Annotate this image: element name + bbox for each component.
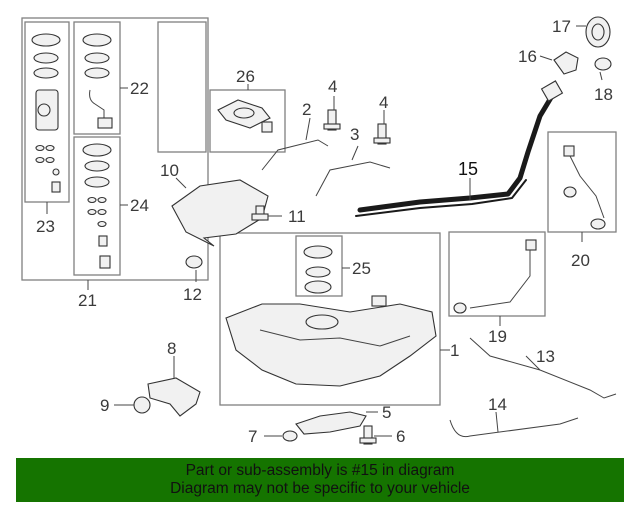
leader-lines [46, 25, 603, 437]
callout-10: 10 [160, 161, 179, 180]
callout-3: 3 [350, 125, 359, 144]
callout-7: 7 [248, 427, 257, 446]
info-banner: Part or sub-assembly is #15 in diagram D… [16, 458, 624, 502]
callout-15: 15 [458, 159, 478, 179]
pump-24 [82, 143, 112, 269]
banner-line-2: Diagram may not be specific to your vehi… [170, 480, 470, 497]
hose-20 [563, 145, 606, 230]
callout-18: 18 [594, 85, 613, 104]
callout-4b: 4 [379, 93, 388, 112]
callout-23: 23 [36, 217, 55, 236]
protector-8 [147, 377, 201, 417]
callout-22: 22 [130, 79, 149, 98]
group-box-21 [21, 17, 209, 281]
lock-ring-25 [303, 245, 333, 294]
band-13 [469, 337, 617, 399]
filler-pipe-15 [355, 80, 564, 217]
bolt-6 [359, 425, 377, 445]
callout-1: 1 [450, 341, 459, 360]
grommet-12 [185, 255, 203, 269]
fuel-tank-1 [225, 295, 437, 387]
gauge-19 [453, 239, 537, 314]
callout-21: 21 [78, 291, 97, 310]
callout-8: 8 [167, 339, 176, 358]
sender-22 [82, 33, 113, 129]
group-box-19 [448, 231, 546, 317]
cover-plate-26 [217, 99, 273, 133]
parts-diagram: 1 2 3 4 4 5 6 7 8 9 10 11 12 13 14 15 16… [21, 16, 617, 446]
callout-12: 12 [183, 285, 202, 304]
callout-11: 11 [288, 207, 306, 226]
protector-5 [295, 411, 367, 435]
group-box-25 [295, 235, 343, 297]
group-box-24 [73, 136, 121, 276]
callout-14: 14 [488, 395, 507, 414]
nut-9 [133, 396, 151, 414]
callout-26: 26 [236, 67, 255, 86]
callout-24: 24 [130, 196, 149, 215]
group-box-22 [73, 21, 121, 135]
bolt-4a [323, 109, 341, 131]
callout-17: 17 [552, 17, 571, 36]
group-box-1 [219, 232, 441, 406]
band-14 [449, 417, 579, 438]
bolt-11 [251, 205, 269, 221]
clip-7 [282, 430, 298, 442]
callout-4a: 4 [328, 77, 337, 96]
strap-3 [315, 161, 391, 197]
fuel-cap-17 [585, 16, 611, 48]
pump-module-23 [31, 33, 61, 193]
callout-5: 5 [382, 403, 391, 422]
callout-2: 2 [302, 100, 311, 119]
callout-13: 13 [536, 347, 555, 366]
callout-9: 9 [100, 396, 109, 415]
callout-6: 6 [396, 427, 405, 446]
bolt-4b [373, 123, 391, 145]
housing-16 [553, 51, 579, 75]
heat-shield-10 [171, 179, 269, 247]
cap-18 [594, 57, 612, 71]
callout-16: 16 [518, 47, 537, 66]
callout-25: 25 [352, 259, 371, 278]
gasket-box [157, 21, 207, 153]
group-box-20 [547, 131, 617, 233]
banner-line-1: Part or sub-assembly is #15 in diagram [185, 462, 455, 479]
strap-2 [261, 139, 329, 171]
callout-19: 19 [488, 327, 507, 346]
callout-20: 20 [571, 251, 590, 270]
